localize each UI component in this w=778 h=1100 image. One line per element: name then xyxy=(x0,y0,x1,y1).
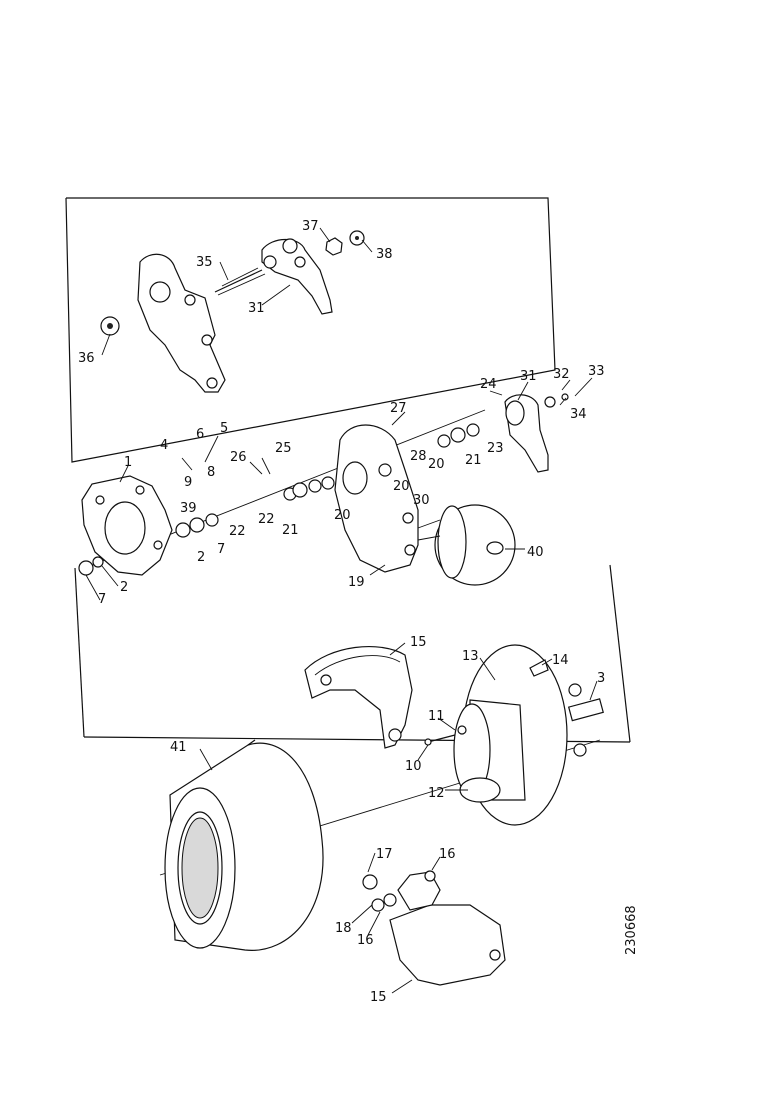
lever-31 xyxy=(504,393,569,473)
label-16-right: 16 xyxy=(439,847,456,862)
label-3: 3 xyxy=(597,671,605,686)
label-27: 27 xyxy=(390,401,407,416)
label-34: 34 xyxy=(570,407,587,422)
label-8: 8 xyxy=(207,465,215,480)
label-20-mid: 20 xyxy=(334,508,351,523)
label-35: 35 xyxy=(196,255,213,270)
inset-bolt-35 xyxy=(214,267,266,296)
label-2-left: 2 xyxy=(120,580,128,595)
housing-19 xyxy=(334,424,419,573)
label-39: 39 xyxy=(180,501,197,516)
label-15-top: 15 xyxy=(410,635,427,650)
inset-lever-31 xyxy=(261,238,333,315)
brake-drum-41 xyxy=(164,739,324,951)
label-40: 40 xyxy=(527,545,544,560)
label-21-mid: 21 xyxy=(282,523,299,538)
label-31-inset: 31 xyxy=(248,301,265,316)
label-13: 13 xyxy=(462,649,479,664)
label-28: 28 xyxy=(410,449,427,464)
label-20-right-a: 20 xyxy=(393,479,410,494)
label-15-bottom: 15 xyxy=(370,990,387,1005)
reference-code: 230668 xyxy=(624,905,639,955)
label-23: 23 xyxy=(487,441,504,456)
label-18: 18 xyxy=(335,921,352,936)
label-6: 6 xyxy=(196,427,204,442)
label-25: 25 xyxy=(275,441,292,456)
label-24: 24 xyxy=(480,377,497,392)
label-2-mid: 2 xyxy=(197,550,205,565)
washers-right xyxy=(437,423,480,448)
part-labels: 36 35 31 37 38 1 2 7 4 6 5 8 9 39 2 7 22… xyxy=(78,219,605,1005)
label-10: 10 xyxy=(405,759,422,774)
shoe-hardware-16-17-18 xyxy=(362,870,436,912)
label-16-left: 16 xyxy=(357,933,374,948)
label-12: 12 xyxy=(428,786,445,801)
label-36: 36 xyxy=(78,351,95,366)
label-20-right-b: 20 xyxy=(428,457,445,472)
label-1: 1 xyxy=(124,455,132,470)
label-9: 9 xyxy=(184,475,192,490)
label-33: 33 xyxy=(588,364,605,379)
label-14: 14 xyxy=(552,653,569,668)
leader-lines xyxy=(85,227,598,994)
label-5: 5 xyxy=(220,421,228,436)
label-11: 11 xyxy=(428,709,445,724)
washers-middle xyxy=(283,476,335,501)
label-7-mid: 7 xyxy=(217,542,225,557)
inset-washer-36 xyxy=(100,316,120,336)
inset-nut-38 xyxy=(349,230,365,246)
label-37: 37 xyxy=(302,219,319,234)
label-4: 4 xyxy=(160,438,168,453)
label-17: 17 xyxy=(376,847,393,862)
label-38: 38 xyxy=(376,247,393,262)
label-26: 26 xyxy=(230,450,247,465)
brake-shoe-15-bottom xyxy=(389,871,506,986)
backing-plate-13 xyxy=(453,644,587,826)
label-7-left: 7 xyxy=(98,592,106,607)
label-22-mid: 22 xyxy=(258,512,275,527)
label-32: 32 xyxy=(553,367,570,382)
inset-frame xyxy=(65,197,556,463)
label-41: 41 xyxy=(170,740,187,755)
inset-nut-37 xyxy=(325,237,343,256)
spring-10-11 xyxy=(424,725,467,746)
washers-left xyxy=(78,513,219,576)
brake-shoe-15-top xyxy=(304,645,413,749)
label-31-right: 31 xyxy=(520,369,537,384)
label-19: 19 xyxy=(348,575,365,590)
label-21-right: 21 xyxy=(465,453,482,468)
label-30: 30 xyxy=(413,493,430,508)
brake-chamber-40 xyxy=(417,504,516,586)
inset-bracket xyxy=(137,253,226,393)
bracket-1 xyxy=(81,475,173,576)
label-22-left: 22 xyxy=(229,524,246,539)
pin-3 xyxy=(567,698,604,722)
